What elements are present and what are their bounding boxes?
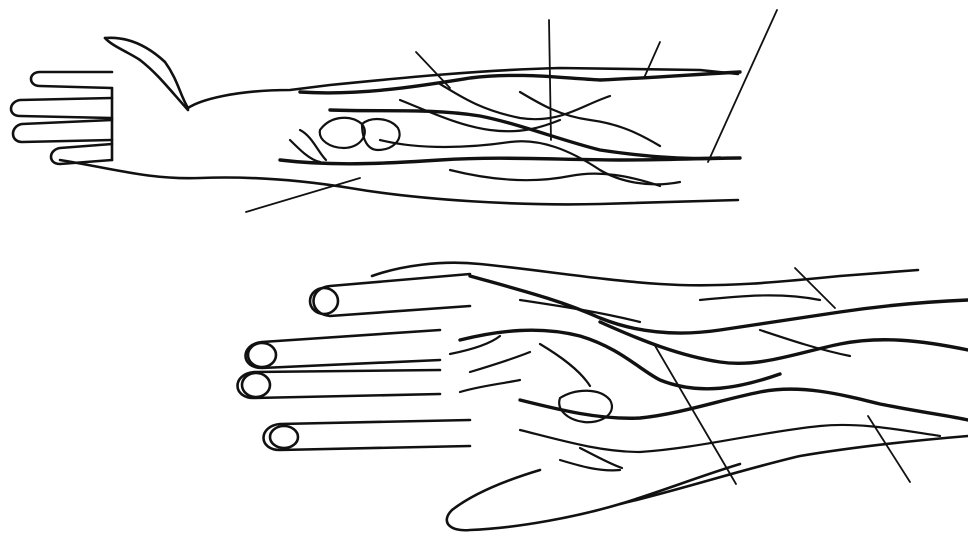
finger-3 bbox=[13, 120, 112, 142]
dorsal-hand-bottom-outline bbox=[620, 436, 968, 504]
forearm-outline bbox=[105, 38, 738, 108]
wrist-vein-loop-2 bbox=[362, 119, 400, 150]
dorsal-leader-line-1 bbox=[795, 268, 835, 308]
dorsal-vein-branch-a bbox=[450, 336, 530, 392]
leader-line-5 bbox=[708, 10, 777, 162]
dorsal-vein-main-3 bbox=[520, 389, 968, 420]
forearm-panel bbox=[11, 10, 777, 212]
leader-line-1 bbox=[246, 178, 360, 212]
fingernail-3 bbox=[242, 373, 270, 397]
dorsal-hand-panel bbox=[238, 263, 968, 531]
fingernail-4 bbox=[270, 426, 298, 448]
dorsal-vein-branch-b bbox=[520, 300, 640, 386]
dorsal-vein-loop bbox=[559, 391, 612, 423]
dorsal-leader-line-3 bbox=[868, 416, 910, 482]
fingernail-2 bbox=[248, 343, 276, 367]
leader-line-4 bbox=[644, 42, 660, 78]
dorsal-hand-top-outline bbox=[372, 263, 918, 286]
vein-branch-c bbox=[450, 170, 660, 186]
median-vein-top bbox=[330, 110, 720, 159]
finger-1 bbox=[31, 72, 112, 88]
leader-line-3 bbox=[549, 20, 551, 140]
finger-2 bbox=[11, 98, 112, 118]
dorsal-vein-main-2 bbox=[600, 322, 968, 363]
wrist-vein-loop-1 bbox=[320, 118, 365, 148]
dorsal-finger-3 bbox=[238, 370, 441, 398]
dorsal-thumb bbox=[447, 464, 740, 530]
